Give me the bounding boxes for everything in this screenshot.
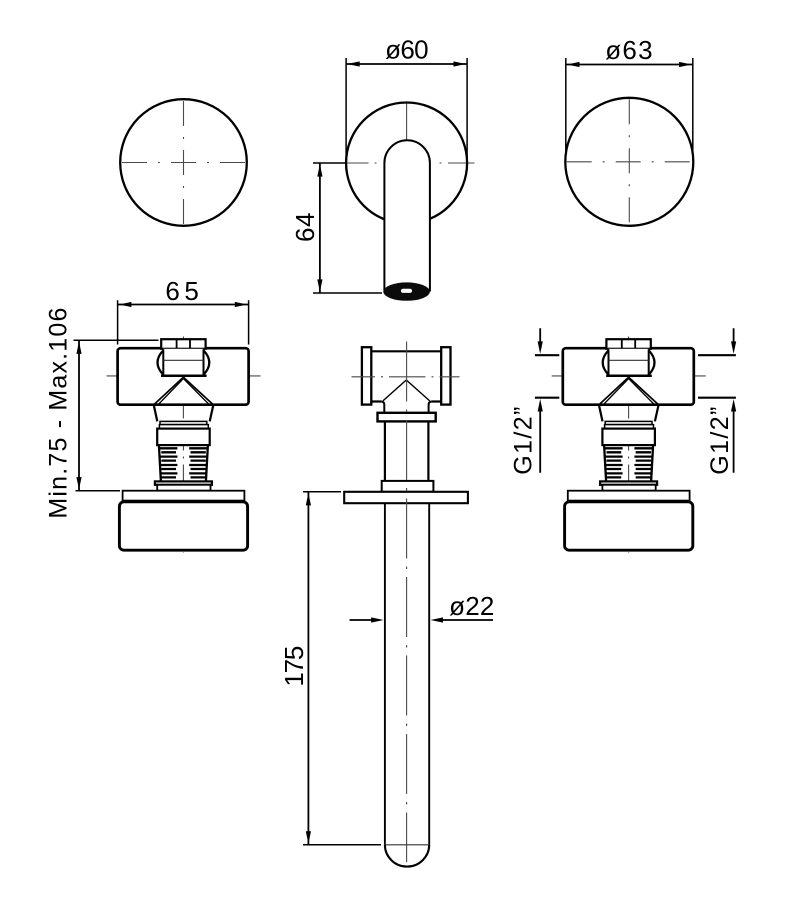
- svg-text:G1/2”: G1/2”: [706, 407, 734, 475]
- svg-text:ø22: ø22: [449, 591, 494, 621]
- svg-text:G1/2”: G1/2”: [509, 407, 537, 475]
- svg-text:64: 64: [290, 213, 320, 243]
- svg-text:ø63: ø63: [605, 35, 652, 65]
- svg-text:175: 175: [279, 646, 309, 687]
- svg-text:Min.75 - Max.106: Min.75 - Max.106: [45, 308, 73, 519]
- svg-text:ø60: ø60: [385, 35, 429, 65]
